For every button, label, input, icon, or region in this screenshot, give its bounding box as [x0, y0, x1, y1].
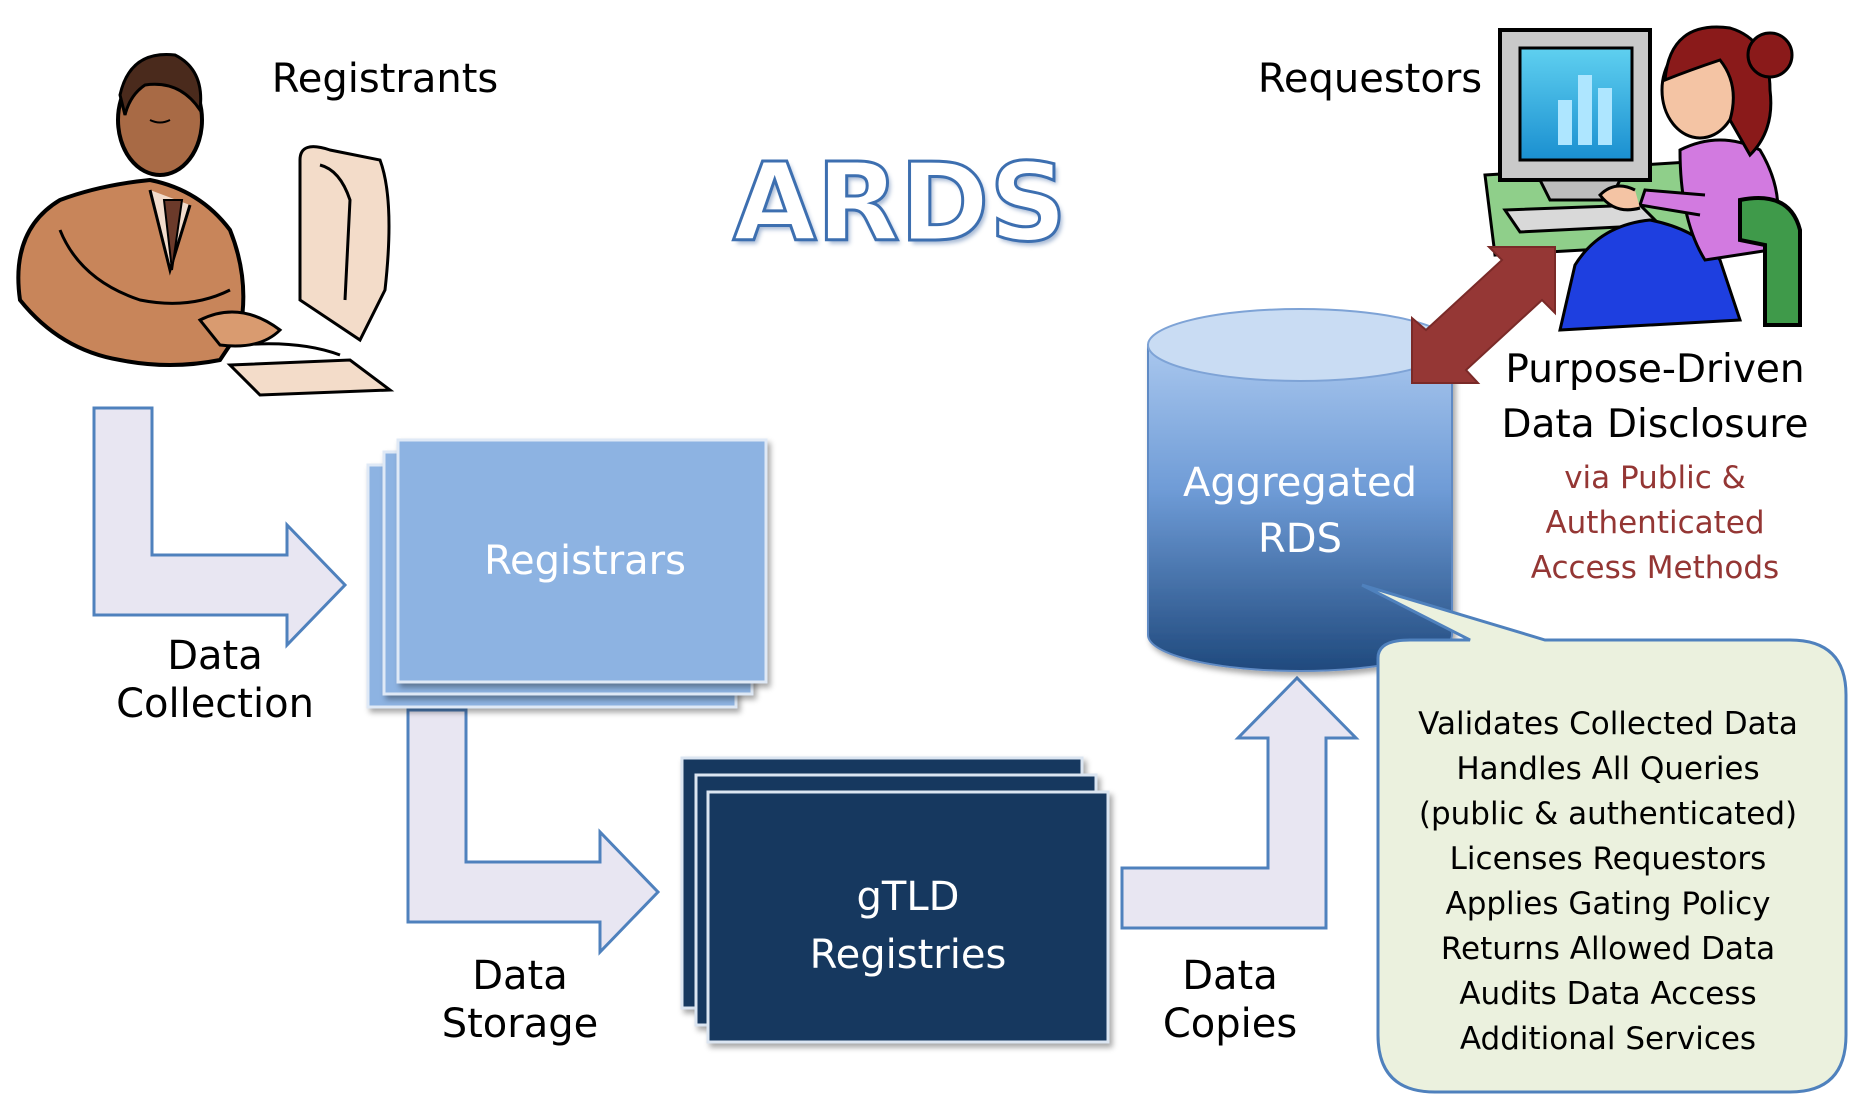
- rds-function-item: Applies Gating Policy: [1445, 886, 1771, 922]
- rds-label-line2: RDS: [1258, 516, 1342, 562]
- data-storage-arrow: [406, 708, 661, 956]
- diagram-title: ARDS: [731, 141, 1068, 266]
- disclosure-line2: Data Disclosure: [1501, 401, 1809, 447]
- registries-label-line2: Registries: [809, 932, 1007, 978]
- registrars-box: [366, 438, 768, 709]
- disclosure-double-arrow: [1411, 246, 1556, 384]
- data-copies-label: Data Copies: [1140, 952, 1320, 1048]
- requestor-person-icon: [1483, 25, 1802, 332]
- rds-function-item: Handles All Queries: [1456, 751, 1760, 787]
- requestors-label: Requestors: [1257, 56, 1483, 102]
- rds-function-item: Licenses Requestors: [1449, 841, 1767, 877]
- disclosure-line1: Purpose-Driven: [1505, 347, 1805, 392]
- data-storage-line1: Data: [472, 953, 568, 999]
- rds-label-line1: Aggregated: [1183, 460, 1417, 506]
- data-storage-label: Data Storage: [420, 952, 620, 1048]
- registrants-label: Registrants: [271, 56, 499, 102]
- rds-label: Aggregated RDS: [1150, 455, 1450, 567]
- access-line1: via Public &: [1564, 460, 1746, 496]
- rds-function-item: Validates Collected Data: [1418, 706, 1798, 742]
- rds-function-item: (public & authenticated): [1418, 796, 1798, 832]
- rds-function-item: Additional Services: [1459, 1021, 1757, 1057]
- access-line3: Access Methods: [1530, 549, 1780, 586]
- data-storage-line2: Storage: [441, 1001, 599, 1047]
- data-copies-arrow: [1120, 675, 1360, 930]
- rds-functions-callout: [1361, 583, 1848, 1094]
- registrars-label: Registrars: [484, 538, 686, 584]
- data-copies-line1: Data: [1182, 953, 1278, 999]
- data-collection-line1: Data: [167, 633, 263, 679]
- access-line2: Authenticated: [1545, 504, 1765, 541]
- data-copies-line2: Copies: [1162, 1001, 1298, 1047]
- access-methods-label: via Public & Authenticated Access Method…: [1500, 456, 1810, 591]
- registrant-person-icon: [16, 53, 395, 397]
- registries-box: [680, 756, 1110, 1044]
- data-collection-arrow: [92, 406, 348, 649]
- rds-function-item: Returns Allowed Data: [1440, 931, 1776, 967]
- registries-label: gTLD Registries: [708, 868, 1108, 984]
- disclosure-label: Purpose-Driven Data Disclosure: [1490, 343, 1820, 452]
- rds-functions-list: Validates Collected Data Handles All Que…: [1388, 702, 1828, 1062]
- rds-function-item: Audits Data Access: [1459, 976, 1757, 1012]
- data-collection-line2: Collection: [116, 681, 314, 727]
- data-collection-label: Data Collection: [95, 632, 335, 728]
- registries-label-line1: gTLD: [856, 874, 960, 920]
